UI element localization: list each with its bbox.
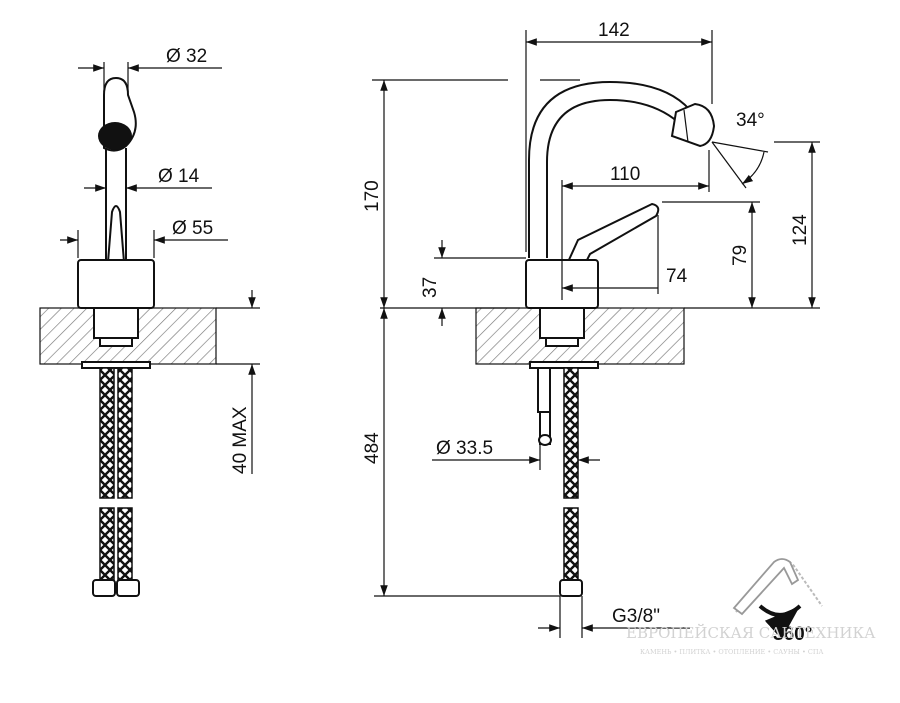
svg-text:360°: 360° bbox=[773, 624, 812, 645]
dim-height-124: 124 bbox=[790, 214, 811, 246]
dim-diameter-55: Ø 55 bbox=[172, 218, 213, 239]
dim-height-484: 484 bbox=[362, 432, 383, 464]
lever-handle-side bbox=[566, 202, 660, 263]
dim-diameter-14: Ø 14 bbox=[158, 166, 200, 187]
aerator-head bbox=[670, 102, 716, 148]
side-view: 142 170 34° 110 124 79 37 bbox=[362, 20, 823, 645]
hose-left bbox=[99, 367, 115, 499]
hose-right bbox=[117, 367, 133, 499]
dim-height-170: 170 bbox=[362, 180, 383, 212]
dim-40-max: 40 MAX bbox=[230, 406, 251, 474]
faucet-base bbox=[77, 259, 155, 309]
svg-text:КАМЕНЬ • ПЛИТКА • ОТОПЛЕНИЕ •: КАМЕНЬ • ПЛИТКА • ОТОПЛЕНИЕ • САУНЫ • СП… bbox=[640, 648, 824, 656]
watermark: ЕВРОПЕЙСКАЯ САНТЕХНИКА КАМЕНЬ • ПЛИТКА •… bbox=[626, 623, 876, 656]
dim-angle-34: 34° bbox=[736, 110, 765, 131]
rotation-360-icon: 360° bbox=[732, 558, 823, 645]
dim-height-79: 79 bbox=[730, 245, 751, 266]
dim-thread-g3-8: G3/8" bbox=[612, 606, 660, 627]
lever-handle bbox=[106, 205, 126, 263]
dim-width-74: 74 bbox=[666, 266, 688, 287]
dim-diameter-32: Ø 32 bbox=[166, 46, 207, 67]
dim-height-37: 37 bbox=[420, 277, 441, 298]
dim-width-110: 110 bbox=[610, 164, 640, 185]
front-view: Ø 32 Ø 14 Ø 55 40 MAX bbox=[39, 46, 260, 597]
dim-width-142: 142 bbox=[598, 20, 630, 41]
svg-text:ЕВРОПЕЙСКАЯ САНТЕХНИКА: ЕВРОПЕЙСКАЯ САНТЕХНИКА bbox=[626, 623, 876, 642]
hose-side bbox=[563, 367, 579, 499]
dim-diameter-33-5: Ø 33.5 bbox=[436, 438, 493, 459]
